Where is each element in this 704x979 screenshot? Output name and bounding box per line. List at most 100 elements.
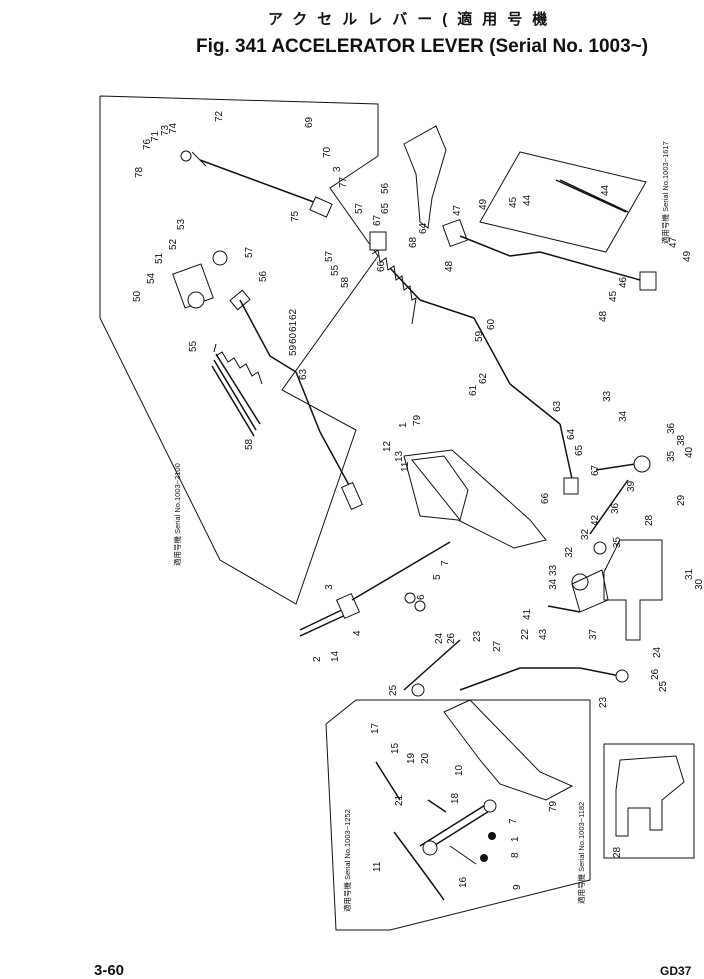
inset-box-lower-right-bracket [603, 743, 695, 859]
callout-70: 70 [322, 146, 333, 158]
note-lower-right: 適用号機 Serial No.1003~1182 [576, 802, 586, 904]
callout-15: 15 [390, 742, 401, 754]
callout-11b: 11 [372, 861, 383, 872]
callout-1b: 1 [510, 836, 521, 842]
callout-20: 20 [420, 752, 431, 764]
callout-34a: 34 [618, 410, 629, 422]
callout-57a: 57 [244, 246, 255, 258]
callout-2: 2 [312, 656, 323, 662]
callout-56b: 56 [380, 182, 391, 194]
callout-23b: 23 [598, 696, 609, 708]
callout-71: 71 [150, 130, 161, 142]
callout-36b: 36 [610, 502, 621, 514]
callout-57b: 57 [354, 202, 365, 214]
callout-67b: 67 [590, 464, 601, 476]
callout-62b: 62 [478, 372, 489, 384]
callout-42: 42 [590, 514, 601, 526]
callout-56a: 56 [258, 270, 269, 282]
inset-box-upper-right [479, 151, 647, 253]
callout-22: 22 [520, 628, 531, 640]
callout-37: 37 [588, 628, 599, 640]
callout-79a: 79 [412, 414, 423, 426]
callout-48a: 48 [444, 260, 455, 272]
callout-labels: 71 73 74 76 78 72 69 70 3 77 75 53 52 51… [132, 110, 704, 890]
callout-54: 54 [146, 272, 157, 284]
callout-5: 5 [432, 574, 443, 580]
callout-58a: 58 [244, 438, 255, 450]
callout-61b: 61 [468, 384, 479, 396]
callout-66b: 66 [540, 492, 551, 504]
callout-44b: 44 [600, 184, 611, 196]
callout-12: 12 [382, 440, 393, 452]
callout-11a: 11 [400, 461, 411, 472]
callout-8: 8 [510, 852, 521, 858]
lower-left-pedal-assembly [375, 699, 574, 901]
callout-36a: 36 [666, 422, 677, 434]
callout-45b: 45 [608, 290, 619, 302]
callout-67a: 67 [372, 214, 383, 226]
callout-18: 18 [450, 792, 461, 804]
callout-14: 14 [330, 650, 341, 662]
callout-35a: 35 [666, 450, 677, 462]
callout-9: 9 [512, 884, 523, 890]
callout-27: 27 [492, 640, 503, 652]
callout-40: 40 [684, 446, 695, 458]
callout-13: 13 [394, 450, 405, 462]
inset-boundary-lower-left [325, 699, 591, 931]
callout-47a: 47 [452, 204, 463, 216]
callout-1a: 1 [398, 422, 409, 428]
callout-26a: 26 [446, 632, 457, 644]
callout-44a: 44 [522, 194, 533, 206]
callout-78: 78 [134, 166, 145, 178]
callout-29: 29 [676, 494, 687, 506]
callout-49a: 49 [478, 198, 489, 210]
callout-58b: 58 [340, 276, 351, 288]
callout-41: 41 [522, 608, 533, 620]
inset-boundary-upper-left [99, 95, 379, 605]
callout-6: 6 [416, 594, 427, 600]
callout-25b: 25 [658, 680, 669, 692]
callout-64a: 64 [418, 222, 429, 234]
lower-right-bracket [615, 755, 685, 837]
title-japanese: アクセルレバー(適用号機 [268, 11, 558, 28]
callout-64b: 64 [566, 428, 577, 440]
callout-63b: 63 [552, 400, 563, 412]
callout-65a: 65 [380, 202, 391, 214]
callout-59a: 59 [288, 344, 299, 356]
callout-59b: 59 [474, 330, 485, 342]
callout-69: 69 [304, 116, 315, 128]
callout-60b: 60 [486, 318, 497, 330]
callout-62a: 62 [288, 308, 299, 320]
callout-24a: 24 [434, 632, 445, 644]
callout-7: 7 [440, 560, 451, 566]
callout-28b: 28 [612, 846, 623, 858]
callout-49b: 49 [682, 250, 693, 262]
callout-77: 77 [338, 176, 349, 188]
callout-3b: 3 [324, 584, 335, 590]
callout-57c: 57 [324, 250, 335, 262]
callout-61a: 61 [288, 320, 299, 332]
callout-16: 16 [458, 876, 469, 888]
callout-30: 30 [694, 578, 704, 590]
callout-76: 76 [142, 138, 153, 150]
callout-17: 17 [370, 722, 381, 734]
callout-31: 31 [684, 568, 695, 580]
callout-23a: 23 [472, 630, 483, 642]
drawing-code: GD37 [660, 964, 692, 978]
callout-73: 73 [160, 124, 171, 136]
note-lower-left: 適用号機 Serial No.1003~1252 [342, 809, 352, 912]
callout-55b: 55 [330, 264, 341, 276]
callout-32b: 32 [564, 546, 575, 558]
callout-33a: 33 [602, 390, 613, 402]
callout-66a: 66 [376, 260, 387, 272]
callout-24b: 24 [652, 646, 663, 658]
callout-60a: 60 [288, 332, 299, 344]
central-linkage [299, 125, 663, 697]
callout-19: 19 [406, 752, 417, 764]
callout-39: 39 [626, 480, 637, 492]
callout-48b: 48 [598, 310, 609, 322]
callout-65b: 65 [574, 444, 585, 456]
callout-74: 74 [168, 122, 179, 134]
